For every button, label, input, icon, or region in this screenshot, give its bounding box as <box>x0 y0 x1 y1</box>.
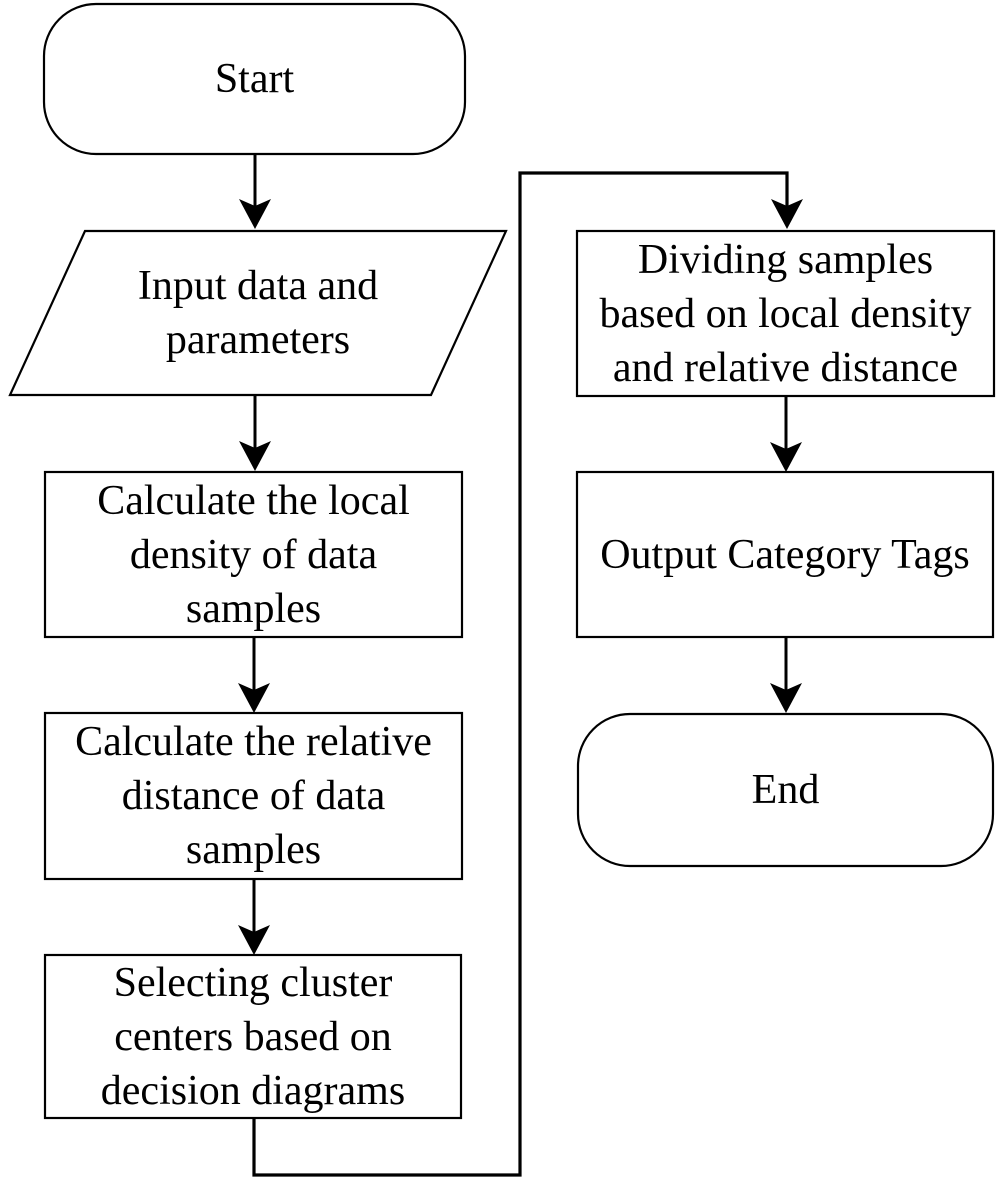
start-terminator-shape <box>42 2 467 156</box>
select-cluster-centers-shape <box>43 953 463 1120</box>
arrowhead-start-input <box>239 199 271 229</box>
calc-relative-distance-shape <box>43 711 464 881</box>
arrowhead-dividing-output <box>770 442 802 472</box>
arrowhead-centers-dividing <box>771 199 803 229</box>
input-parallelogram-shape <box>8 229 508 397</box>
calc-local-density-shape <box>43 470 464 639</box>
dividing-samples-shape <box>575 229 996 398</box>
end-terminator-shape <box>576 712 995 868</box>
arrowhead-output-end <box>770 683 802 713</box>
connector-centers-dividing <box>252 171 789 1177</box>
arrowhead-input-density <box>239 441 271 471</box>
arrowhead-distance-centers <box>238 925 270 955</box>
arrowhead-density-distance <box>238 683 270 713</box>
output-category-tags-shape <box>575 470 995 639</box>
